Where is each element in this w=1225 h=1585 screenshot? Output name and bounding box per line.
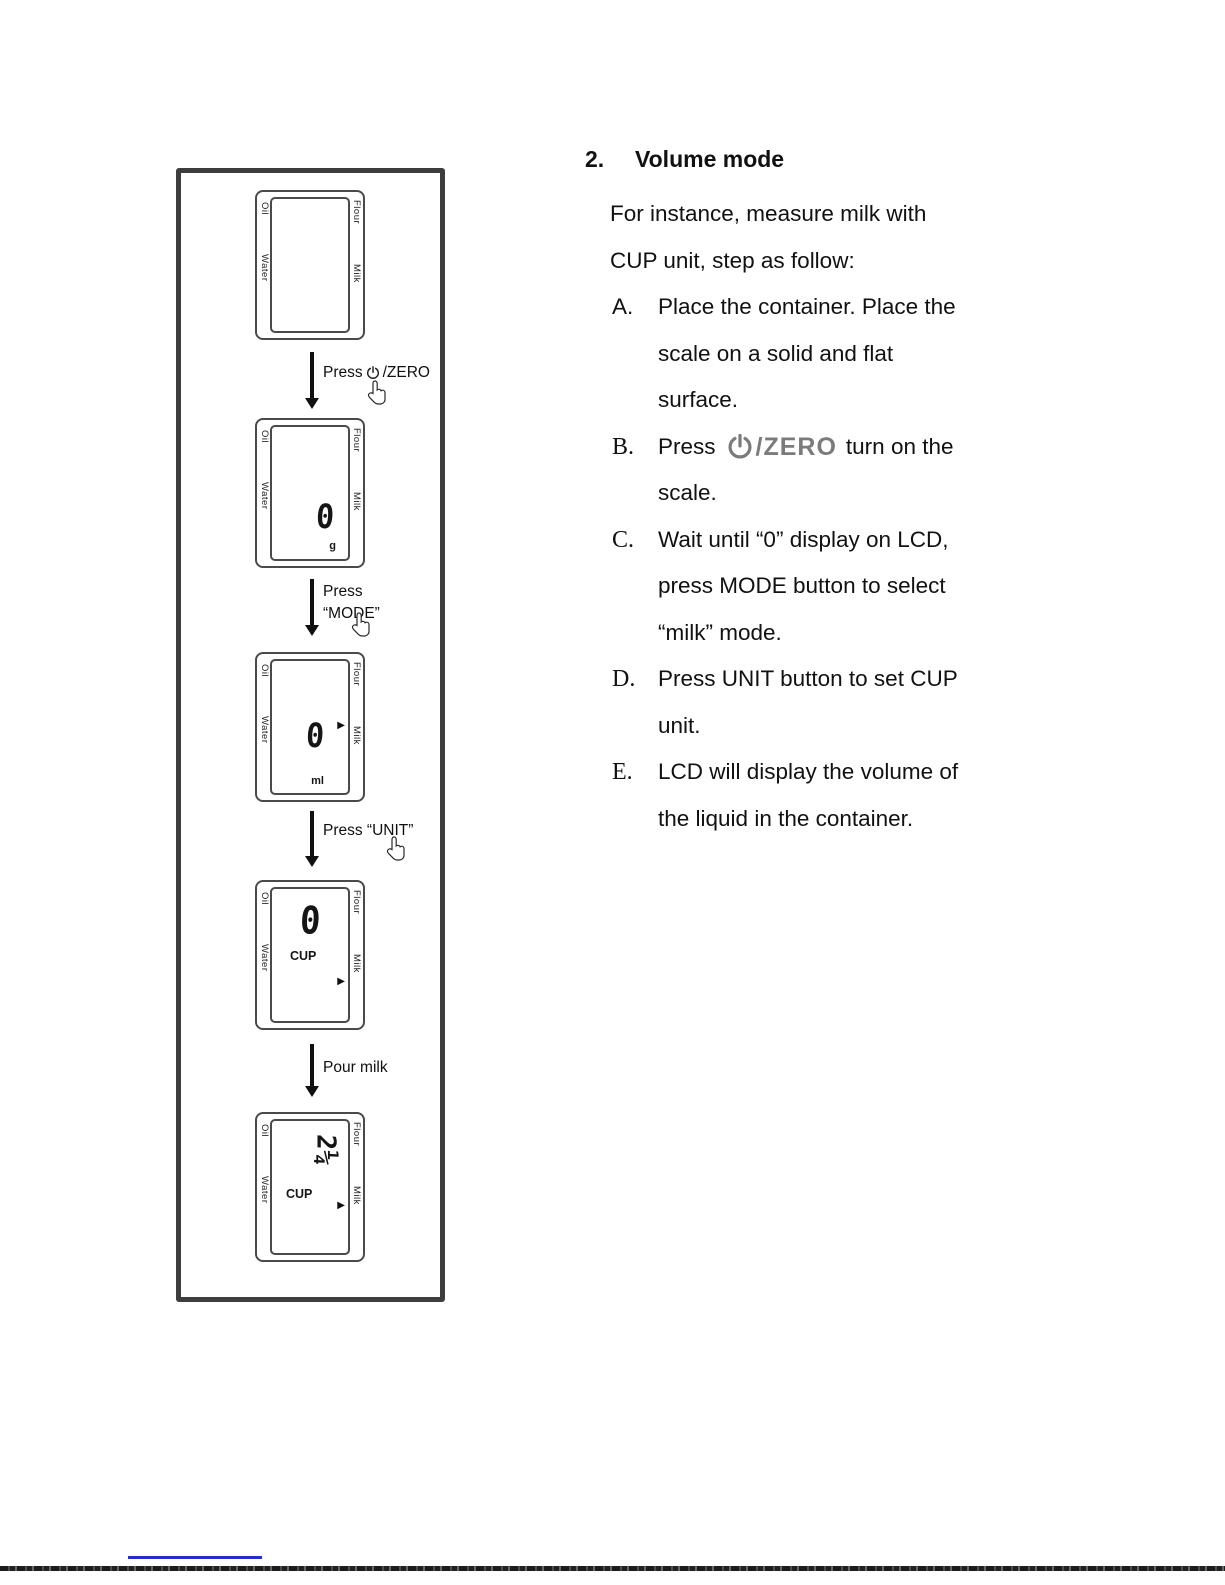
step-line: the liquid in the container. — [658, 805, 914, 831]
bezel-label-oil: Oil — [259, 202, 270, 216]
bezel-label-oil: Oil — [259, 892, 270, 906]
milk-mode-pointer-icon: ▶ — [337, 1200, 345, 1211]
bezel-label-oil: Oil — [259, 664, 270, 678]
step-text-turn-on: turn on the — [845, 433, 954, 459]
lcd-unit-g: g — [329, 540, 336, 552]
page-title: Volume mode — [635, 146, 785, 172]
bezel-label-water: Water — [259, 1176, 270, 1204]
section-number: 2. — [585, 146, 605, 172]
flow-arrow-4 — [305, 1044, 319, 1097]
step-line: press MODE button to select — [658, 573, 946, 598]
step-d: D. Press UNIT button to set CUP unit. — [612, 656, 1065, 749]
step-line: LCD will display the volume of — [658, 759, 959, 784]
step-letter: D. — [612, 666, 636, 692]
milk-mode-pointer-icon: ▶ — [337, 720, 345, 731]
step-c: C. Wait until “0” display on LCD, press … — [612, 517, 1065, 657]
lcd-display-cup-zero: Oil Water Flour Milk 0 CUP ▶ — [255, 880, 365, 1030]
flow-arrow-3 — [305, 811, 319, 867]
intro-line: For instance, measure milk with — [610, 201, 927, 226]
lcd-screen: 0 g — [270, 425, 350, 561]
finger-press-icon — [367, 380, 386, 405]
step-line: scale. — [658, 480, 717, 505]
bezel-label-milk: Milk — [351, 264, 362, 283]
lcd-value: 0 — [298, 898, 322, 944]
bezel-label-water: Water — [259, 482, 270, 510]
flow-arrow-2 — [305, 579, 319, 636]
section-heading: 2. Volume mode — [585, 146, 1065, 173]
lcd-unit-cup: CUP — [286, 1187, 313, 1201]
step-a: A. Place the container. Place the scale … — [612, 284, 1065, 424]
bezel-label-water: Water — [259, 254, 270, 282]
bezel-label-water: Water — [259, 716, 270, 744]
lcd-unit-cup: CUP — [290, 949, 317, 963]
arrow-label-press-mode-1: Press — [323, 582, 363, 602]
lcd-screen — [270, 197, 350, 333]
step-line: Place the container. Place the — [658, 294, 956, 319]
power-icon — [366, 366, 379, 379]
lcd-value: 2¼ — [310, 1133, 341, 1167]
step-line: “milk” mode. — [658, 619, 782, 645]
step-line: unit. — [658, 712, 701, 738]
arrow-label-press: Press — [323, 583, 363, 600]
lcd-value: 0 — [314, 497, 336, 538]
bottom-scan-line-artifact — [0, 1566, 1225, 1571]
bezel-label-flour: Flour — [351, 662, 362, 687]
step-line: Wait until “0” display on LCD, — [658, 526, 949, 552]
instructions-column: 2. Volume mode For instance, measure mil… — [585, 146, 1065, 842]
step-letter: C. — [612, 526, 635, 553]
finger-press-icon — [351, 612, 370, 637]
bezel-label-milk: Milk — [351, 1186, 362, 1205]
lcd-unit-ml: ml — [311, 775, 324, 787]
bezel-label-flour: Flour — [351, 200, 362, 225]
arrow-label-power-zero: Press /ZERO — [323, 363, 430, 383]
lcd-screen: 0 CUP ▶ — [270, 887, 350, 1023]
arrow-label-zero: /ZERO — [382, 364, 430, 381]
lcd-display-grams: Oil Water Flour Milk 0 g — [255, 418, 365, 568]
step-e: E. LCD will display the volume of the li… — [612, 749, 1065, 842]
intro-paragraph: For instance, measure milk with CUP unit… — [610, 191, 1065, 284]
bezel-label-oil: Oil — [259, 430, 270, 444]
intro-line: CUP unit, step as follow: — [610, 247, 855, 273]
arrow-label-unit: Press “UNIT” — [323, 822, 414, 839]
finger-press-icon — [386, 836, 405, 861]
step-line: Press /ZERO turn on the — [658, 424, 1065, 471]
step-letter: A. — [612, 294, 634, 319]
step-text-press: Press — [658, 433, 716, 459]
lcd-screen: ▶ 0 ml — [270, 659, 350, 795]
flowchart-panel: Oil Water Flour Milk Press /ZERO Oil Wat… — [176, 168, 445, 1302]
bezel-label-flour: Flour — [351, 428, 362, 453]
step-letter: E. — [612, 759, 633, 785]
lcd-display-cup-reading: Oil Water Flour Milk 2¼ CUP ▶ — [255, 1112, 365, 1262]
bezel-label-milk: Milk — [351, 954, 362, 973]
flow-arrow-1 — [305, 352, 319, 409]
bottom-blue-line-artifact — [128, 1556, 262, 1559]
bezel-label-water: Water — [259, 944, 270, 972]
arrow-label-press-unit: Press “UNIT” — [323, 821, 413, 841]
step-line: Press UNIT button to set CUP — [658, 666, 958, 691]
zero-label: /ZERO — [755, 432, 837, 461]
arrow-label-pour: Pour milk — [323, 1059, 388, 1076]
arrow-label-mode: “MODE” — [323, 605, 380, 622]
arrow-label-press-mode-2: “MODE” — [323, 604, 380, 624]
arrow-label-press: Press — [323, 364, 363, 381]
step-line: surface. — [658, 387, 739, 412]
step-b: B. Press /ZERO turn on the scale. — [612, 424, 1065, 517]
bezel-label-milk: Milk — [351, 726, 362, 745]
bezel-label-milk: Milk — [351, 492, 362, 511]
lcd-display-ml: Oil Water Flour Milk ▶ 0 ml — [255, 652, 365, 802]
lcd-value: 0 — [304, 716, 326, 757]
milk-mode-pointer-icon: ▶ — [337, 976, 345, 987]
arrow-label-pour-milk: Pour milk — [323, 1058, 388, 1078]
lcd-display-blank: Oil Water Flour Milk — [255, 190, 365, 340]
lcd-screen: 2¼ CUP ▶ — [270, 1119, 350, 1255]
step-line: scale on a solid and flat — [658, 340, 894, 366]
step-letter: B. — [612, 433, 635, 460]
bezel-label-flour: Flour — [351, 890, 362, 915]
bezel-label-flour: Flour — [351, 1122, 362, 1147]
bezel-label-oil: Oil — [259, 1124, 270, 1138]
power-zero-graphic: /ZERO — [725, 424, 837, 471]
power-icon — [727, 433, 752, 459]
